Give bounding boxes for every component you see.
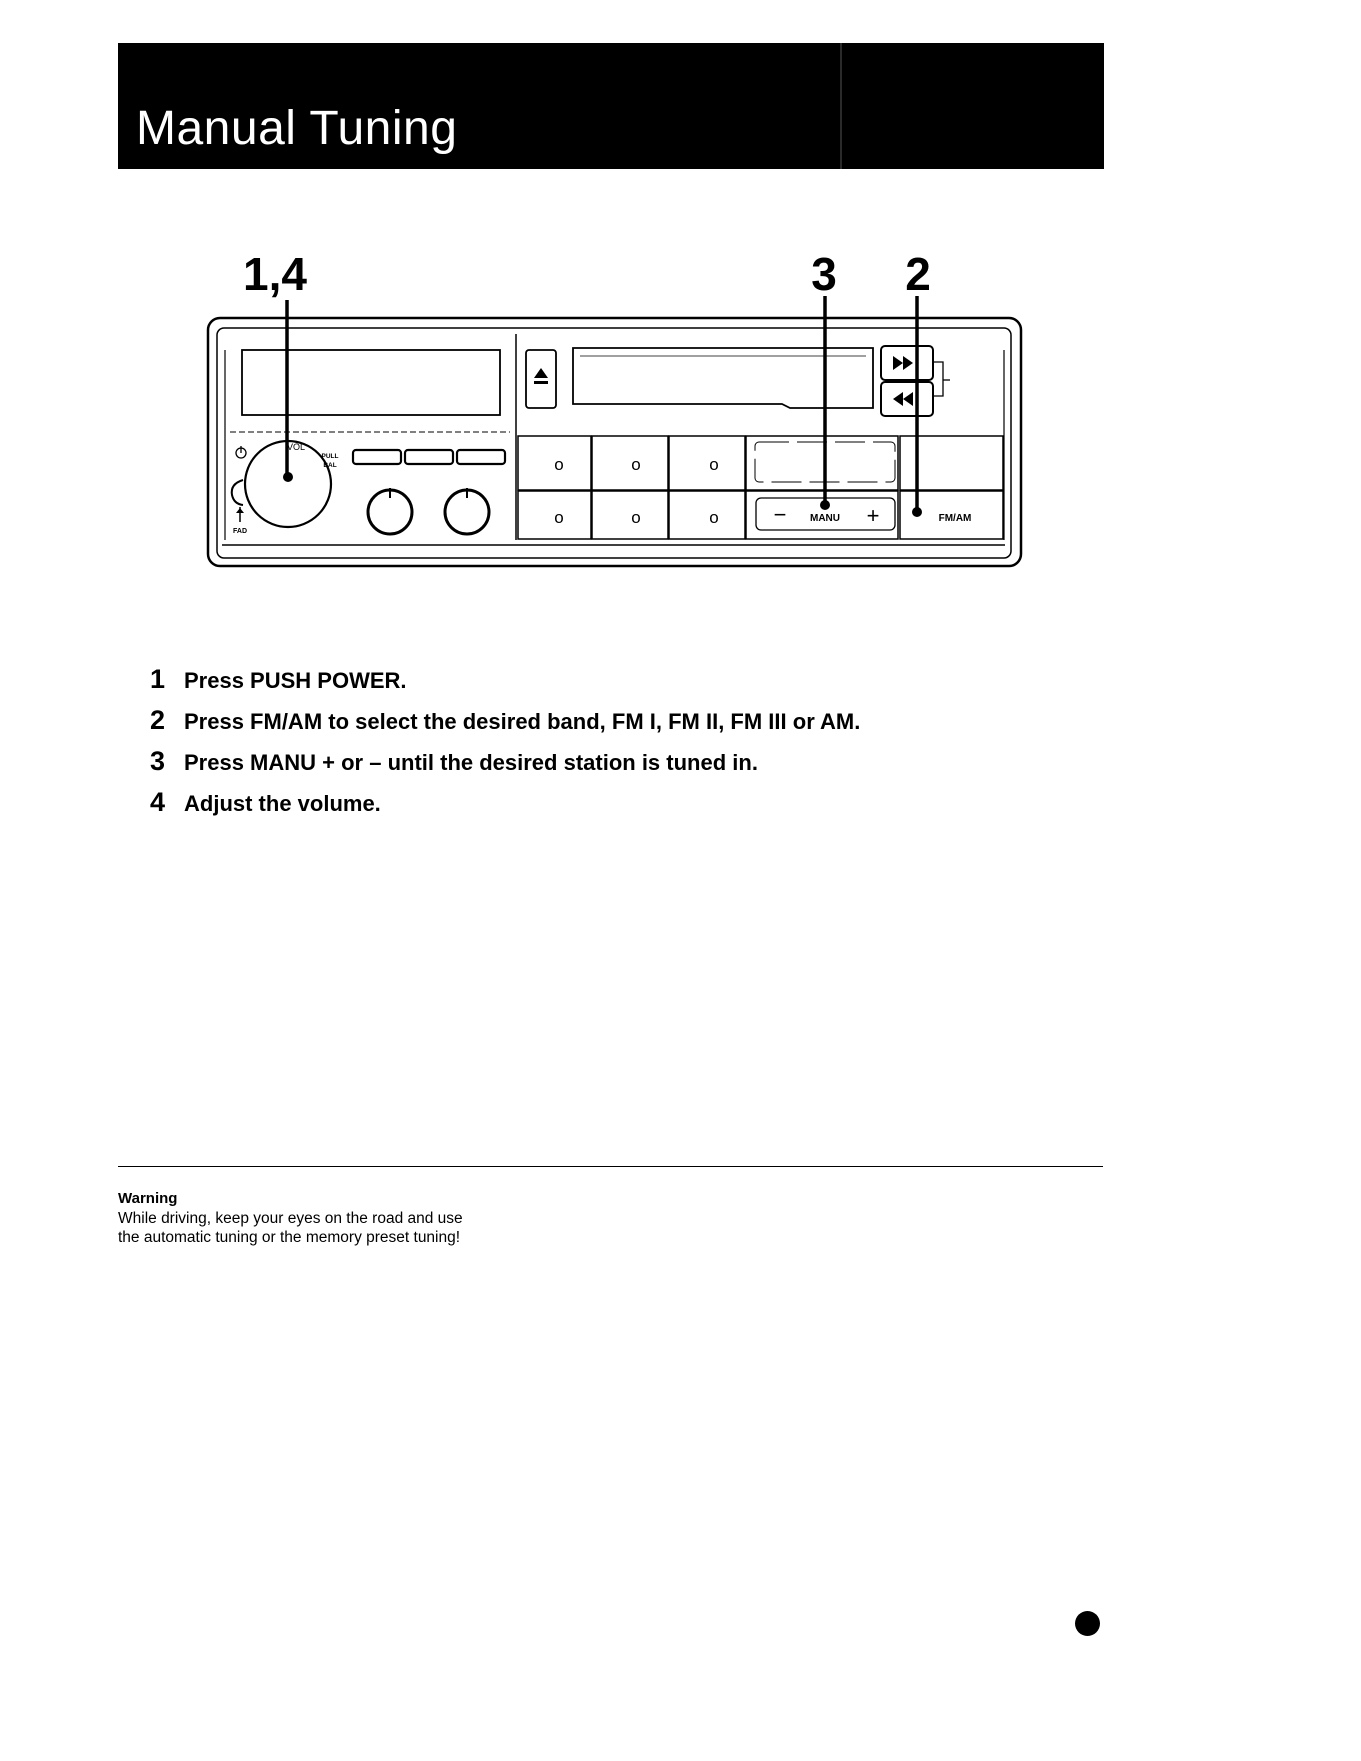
step-text: Press FM/AM to select the desired band, …	[184, 709, 861, 734]
preset-button-5[interactable]	[591, 490, 669, 540]
preset-button-3[interactable]	[668, 435, 746, 491]
eject-button[interactable]	[525, 349, 557, 409]
tape-button-bracket	[934, 361, 944, 397]
warning-text-line: the automatic tuning or the memory prese…	[118, 1229, 461, 1246]
function-button-1[interactable]	[351, 448, 403, 466]
fm-am-label: FM/AM	[939, 513, 972, 524]
power-knob-edge	[230, 479, 244, 506]
step-number: 1	[150, 664, 166, 694]
step-item: 1 Press PUSH POWER.	[150, 664, 407, 695]
section-divider	[118, 1166, 1103, 1167]
preset-mark-6: o	[709, 508, 718, 527]
power-icon	[235, 446, 247, 459]
page-title: Manual Tuning	[136, 102, 458, 155]
warning-title: Warning	[118, 1190, 178, 1207]
bal-label: BAL	[323, 462, 336, 469]
rewind-button[interactable]	[880, 381, 934, 417]
preset-mark-4: o	[554, 508, 563, 527]
page-marker-dot	[1075, 1611, 1100, 1636]
step-number: 2	[150, 705, 166, 735]
fad-label: FAD	[233, 528, 247, 535]
fast-forward-icon	[893, 356, 913, 370]
vol-label: VOL	[287, 442, 305, 452]
callout-manu-number: 3	[811, 248, 837, 300]
step-text: Press MANU + or – until the desired stat…	[184, 750, 758, 775]
preset-button-1[interactable]	[517, 435, 592, 491]
title-bar-seam	[840, 43, 842, 169]
manu-label: MANU	[810, 513, 840, 524]
function-button-2[interactable]	[403, 448, 455, 466]
upper-right-key[interactable]	[899, 435, 1004, 491]
car-stereo-diagram: o o o o o o − MANU + FM/AM FAD VOL PULL …	[206, 248, 1023, 568]
callout-dot-manu	[820, 500, 830, 510]
preset-button-grid: o o o o o o	[517, 435, 746, 540]
title-bar: Manual Tuning	[118, 43, 1104, 169]
eject-icon	[534, 368, 548, 384]
mode-button-area	[745, 435, 899, 491]
function-button-3[interactable]	[455, 448, 507, 466]
warning-text-line: While driving, keep your eyes on the roa…	[118, 1210, 463, 1227]
pull-label: PULL	[322, 453, 339, 460]
step-number: 4	[150, 787, 166, 817]
manu-key-area	[745, 490, 899, 540]
callout-knob-number: 1,4	[243, 248, 307, 300]
preset-button-6[interactable]	[668, 490, 746, 540]
stereo-outer-housing	[206, 316, 1023, 568]
manu-plus-label: +	[867, 503, 880, 528]
manu-minus-label: −	[774, 502, 787, 527]
step-item: 2 Press FM/AM to select the desired band,…	[150, 705, 860, 736]
step-item: 3 Press MANU + or – until the desired sta…	[150, 746, 758, 777]
step-text: Press PUSH POWER.	[184, 668, 407, 693]
fm-am-button[interactable]	[899, 490, 1004, 540]
cassette-slot	[572, 347, 874, 409]
preset-button-2[interactable]	[591, 435, 669, 491]
preset-mark-2: o	[631, 455, 640, 474]
radio-display	[241, 349, 501, 416]
preset-mark-1: o	[554, 455, 563, 474]
preset-mark-5: o	[631, 508, 640, 527]
step-item: 4 Adjust the volume.	[150, 787, 381, 818]
step-number: 3	[150, 746, 166, 776]
callout-dot-fmam	[912, 507, 922, 517]
preset-button-4[interactable]	[517, 490, 592, 540]
volume-knob-center	[283, 472, 293, 482]
step-text: Adjust the volume.	[184, 791, 381, 816]
rewind-icon	[893, 392, 913, 406]
stereo-inner-frame	[216, 327, 1012, 559]
preset-mark-3: o	[709, 455, 718, 474]
callout-fmam-number: 2	[905, 248, 931, 300]
fast-forward-button[interactable]	[880, 345, 934, 381]
fader-icon	[236, 507, 244, 522]
